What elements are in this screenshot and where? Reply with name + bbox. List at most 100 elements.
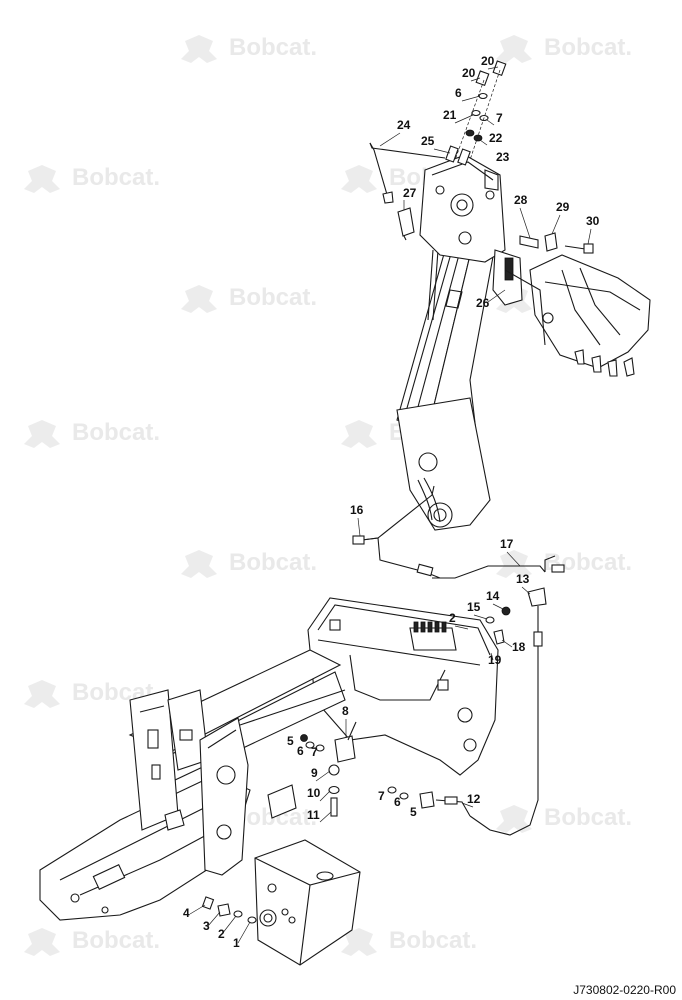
leader-9 <box>315 770 331 782</box>
watermark-text: Bobcat. <box>229 284 317 311</box>
bucket-tooth-1 <box>574 349 585 365</box>
callout-label-6: 6 <box>455 86 462 100</box>
nut-22a <box>465 129 475 137</box>
leader-25 <box>433 148 451 154</box>
side-plate-boss <box>216 765 236 785</box>
leader-lines <box>189 66 592 944</box>
leader-7 <box>486 119 495 126</box>
bobcat-logo-icon <box>181 285 217 313</box>
coupler-27 <box>397 207 415 237</box>
spool-4 <box>434 621 440 633</box>
valve-spools <box>413 621 447 633</box>
tube-24-drop <box>369 142 389 199</box>
watermark-text: Bobcat. <box>389 927 477 954</box>
spool-5 <box>441 621 447 633</box>
bobcat-logo-icon <box>181 35 217 63</box>
leader-13 <box>521 586 531 595</box>
callout-label-9: 9 <box>311 766 318 780</box>
loader-frame-assembly <box>39 597 499 921</box>
bobcat-logo-icon <box>181 550 217 578</box>
leader-15 <box>473 614 488 620</box>
leader-1 <box>237 921 251 944</box>
tank-fitting-stack <box>201 896 257 924</box>
washer-2 <box>233 910 243 918</box>
item-6-left <box>305 741 315 749</box>
callout-label-3: 3 <box>203 919 210 933</box>
bobcat-logo-icon <box>24 165 60 193</box>
boom-hose <box>417 479 433 521</box>
bracket-pivot-boss <box>456 199 468 211</box>
frame-rail-line <box>239 689 346 726</box>
frame-hole <box>70 893 80 903</box>
watermark: Bobcat. <box>24 419 160 448</box>
callout-label-30: 30 <box>586 214 600 228</box>
callout-label-19: 19 <box>488 653 502 667</box>
coupler-27-tip <box>403 235 407 241</box>
leader-17 <box>506 551 521 567</box>
frame-slot <box>92 864 126 890</box>
leader-2 <box>454 625 469 630</box>
frame-hole-2 <box>101 906 109 914</box>
watermark: Bobcat. <box>496 34 632 63</box>
bucket-tooth-4 <box>623 357 635 377</box>
callout-label-17: 17 <box>500 537 514 551</box>
leader-2b <box>221 915 237 935</box>
washer-29 <box>544 232 558 252</box>
tank-corner <box>299 884 311 966</box>
tube-16-upper <box>361 485 435 541</box>
callout-label-15: 15 <box>467 600 481 614</box>
callout-label-6: 6 <box>394 795 401 809</box>
bobcat-logo-icon <box>24 680 60 708</box>
frame-side-plate <box>199 717 249 876</box>
watermark-text: Bobcat. <box>544 34 632 61</box>
side-plate-boss-2 <box>216 824 232 840</box>
item-9 <box>328 764 340 776</box>
tube-16-end <box>352 535 365 545</box>
callout-label-6: 6 <box>297 744 304 758</box>
callout-label-8: 8 <box>342 704 349 718</box>
watermark: Bobcat. <box>181 34 317 63</box>
callout-label-20: 20 <box>481 54 495 68</box>
frame-bracket-2 <box>164 809 185 831</box>
seal-21 <box>471 109 481 117</box>
bucket-link <box>504 269 546 346</box>
frame-base-edge <box>59 804 211 881</box>
upright-slot-2 <box>151 764 161 780</box>
watermark-text: Bobcat. <box>544 804 632 831</box>
watermark: Bobcat. <box>341 927 477 956</box>
fitting-20a <box>492 60 507 77</box>
bobcat-logo-icon <box>341 165 377 193</box>
spool-1 <box>413 621 419 633</box>
watermark-text: Bobcat. <box>72 164 160 191</box>
leader-18 <box>501 639 513 648</box>
tube-24-end <box>382 191 394 204</box>
bucket-tooth-2 <box>591 355 602 373</box>
bracket-pin <box>458 231 472 245</box>
watermark: Bobcat. <box>181 284 317 313</box>
bucket-tooth-3 <box>607 359 618 377</box>
tube-16-nut <box>416 563 434 577</box>
right-fitting-stack <box>387 786 471 817</box>
bobcat-logo-icon <box>496 35 532 63</box>
bracket-8-link <box>347 721 357 741</box>
callout-label-5: 5 <box>287 734 294 748</box>
leader-20b <box>470 77 481 82</box>
bracket-bolt-2 <box>485 190 495 200</box>
leader-22 <box>479 139 488 146</box>
bucket-link-pin <box>542 312 554 324</box>
leader-24 <box>379 132 401 147</box>
leader-6 <box>461 95 481 102</box>
bolt-30-head <box>583 243 594 254</box>
fitting-25b <box>457 148 471 166</box>
upright-edge <box>139 705 165 713</box>
item-6-right <box>399 792 409 800</box>
watermark-text: Bobcat. <box>72 419 160 446</box>
fitting-4 <box>201 896 215 910</box>
tank-cap <box>316 871 334 881</box>
item-18 <box>493 629 505 645</box>
callout-label-28: 28 <box>514 193 528 207</box>
item-5-right <box>419 791 435 809</box>
bobcat-logo-icon <box>341 928 377 956</box>
